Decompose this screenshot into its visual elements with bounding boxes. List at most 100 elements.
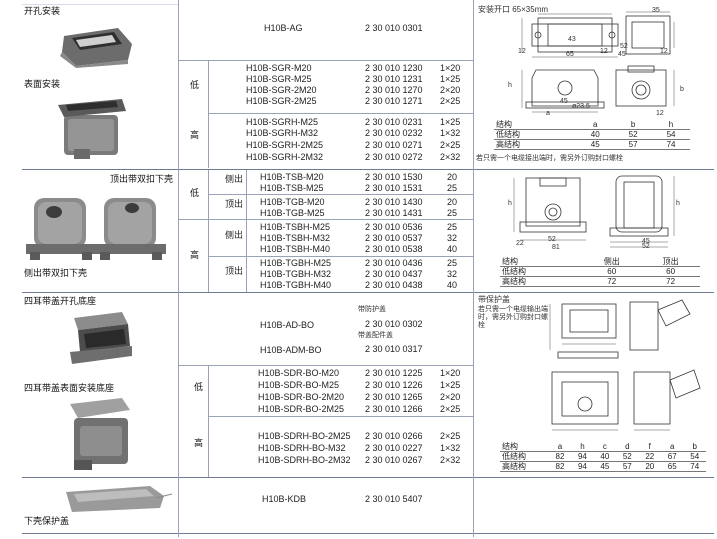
td: 22 xyxy=(638,451,661,462)
hood-photo-side xyxy=(26,198,96,260)
base-photo-surface xyxy=(70,398,130,470)
row-model: H10B-SDR-BO-M20 xyxy=(258,368,340,378)
dim-label: 52 xyxy=(620,43,628,50)
row-code: 2 30 010 0271 xyxy=(365,140,423,150)
row-cable: 40 xyxy=(447,280,458,290)
row-cable: 2×25 xyxy=(440,96,461,106)
dimension-table: 结构 a h c d f a b 低结构 82 94 40 52 22 67 5… xyxy=(500,442,706,472)
td: 94 xyxy=(571,451,594,462)
td: 高结构 xyxy=(494,139,577,150)
row-code: 2 30 010 1271 xyxy=(365,96,423,106)
dim-label: 12 xyxy=(518,48,526,55)
td: 54 xyxy=(683,451,706,462)
row-cable: 32 xyxy=(447,233,458,243)
row-code: 2 30 010 0272 xyxy=(365,152,423,162)
row-model: H10B-TSBH-M32 xyxy=(260,233,331,243)
row-model: H10B-SDR-BO-M25 xyxy=(258,380,340,390)
row-model: H10B-SGRH-M25 xyxy=(246,117,319,127)
row-model: H10B-TGB-M25 xyxy=(260,208,325,218)
row-cable: 1×25 xyxy=(440,117,461,127)
row-code: 2 30 010 1231 xyxy=(365,74,423,84)
td: 低结构 xyxy=(494,129,577,140)
row-model: H10B-SDRH-BO-2M25 xyxy=(258,431,351,441)
row-model: H10B-SDRH-BO-M32 xyxy=(258,443,346,453)
row-cable: 25 xyxy=(447,258,458,268)
dim-label: h xyxy=(676,200,680,207)
section-title: 下壳保护盖 xyxy=(24,516,70,526)
td: 52 xyxy=(616,451,639,462)
row-cable: 2×20 xyxy=(440,85,461,95)
dimension-table: 结构 侧出 顶出 低结构 60 60 高结构 72 72 xyxy=(500,257,700,287)
section-subtitle: 四耳带盖表面安装底座 xyxy=(24,383,115,393)
td: 67 xyxy=(661,451,684,462)
td: 82 xyxy=(548,451,572,462)
row-code: 2 30 010 0266 xyxy=(365,431,423,441)
th: a xyxy=(576,120,615,130)
row-model: H10B-SDR-BO-2M20 xyxy=(258,392,345,402)
housing-photo-cutout xyxy=(60,28,132,68)
section-title: 四耳带盖开孔底座 xyxy=(24,296,97,306)
td: 72 xyxy=(582,276,642,287)
level-high: 高 xyxy=(194,438,204,448)
td: 57 xyxy=(614,139,653,150)
dim-label: a xyxy=(546,110,550,117)
top-exit-label: 顶出 xyxy=(225,199,244,209)
row-model: H10B-SGR-2M25 xyxy=(246,96,317,106)
th: b xyxy=(614,120,653,130)
td: 60 xyxy=(582,266,642,277)
row-cable: 20 xyxy=(447,172,458,182)
row-code: 2 30 010 1226 xyxy=(365,380,423,390)
dimension-drawing-base xyxy=(549,299,701,431)
row-code: 2 30 010 0538 xyxy=(365,244,423,254)
row-model: H10B-SGR-M25 xyxy=(246,74,312,84)
dimension-drawing-hood xyxy=(513,175,675,248)
row-cable: 1×25 xyxy=(440,380,461,390)
td: 65 xyxy=(661,461,684,472)
td: 74 xyxy=(683,461,706,472)
th: a xyxy=(548,442,572,452)
top-exit-label: 顶出 xyxy=(225,266,244,276)
td: 74 xyxy=(652,139,690,150)
th: d xyxy=(616,442,639,452)
row-model: H10B-ADM-BO xyxy=(260,345,322,355)
th: h xyxy=(652,120,690,130)
row-cable: 2×32 xyxy=(440,455,461,465)
row-code: 2 30 010 0437 xyxy=(365,269,423,279)
row-code: 2 30 010 0232 xyxy=(365,128,423,138)
row-code: 2 30 010 0317 xyxy=(365,344,423,354)
seal-note: 带盖配件盖 xyxy=(358,332,393,339)
row-code: 2 30 010 5407 xyxy=(365,494,423,504)
row-cable: 2×25 xyxy=(440,431,461,441)
th: 结构 xyxy=(500,442,549,452)
td: 45 xyxy=(593,461,617,472)
td: 54 xyxy=(652,129,690,140)
row-model: H10B-SDRH-BO-2M32 xyxy=(258,455,351,465)
row-code: 2 30 010 0436 xyxy=(365,258,423,268)
row-cable: 1×32 xyxy=(440,443,461,453)
dimension-drawing-top xyxy=(521,11,675,58)
th: 结构 xyxy=(500,257,583,267)
section-subtitle: 侧出带双扣下壳 xyxy=(24,268,88,278)
td: 60 xyxy=(641,266,700,277)
row-model: H10B-SGR-M20 xyxy=(246,63,312,73)
drawing-note: 若只需一个电缆输出端时，需另外订购封口螺栓 xyxy=(478,306,548,329)
row-model: H10B-SDR-BO-2M25 xyxy=(258,404,345,414)
row-code: 2 30 010 1270 xyxy=(365,85,423,95)
dim-label: 81 xyxy=(552,244,560,251)
section-subtitle: 表面安装 xyxy=(24,79,61,89)
td: 高结构 xyxy=(500,276,583,287)
td: 20 xyxy=(638,461,661,472)
hood-photo-top xyxy=(96,198,166,260)
row-code: 2 30 010 0227 xyxy=(365,443,423,453)
td: 高结构 xyxy=(500,461,549,472)
row-cable: 20 xyxy=(447,197,458,207)
row-code: 2 30 010 1431 xyxy=(365,208,423,218)
td: 40 xyxy=(576,129,615,140)
row-model: H10B-SGRH-2M32 xyxy=(246,152,324,162)
level-low: 低 xyxy=(194,382,204,392)
td: 94 xyxy=(571,461,594,472)
dim-label: 12 xyxy=(600,48,608,55)
dim-label: 35 xyxy=(652,7,660,14)
side-exit-label: 侧出 xyxy=(225,230,244,240)
dim-label: ø23.5 xyxy=(572,103,590,110)
